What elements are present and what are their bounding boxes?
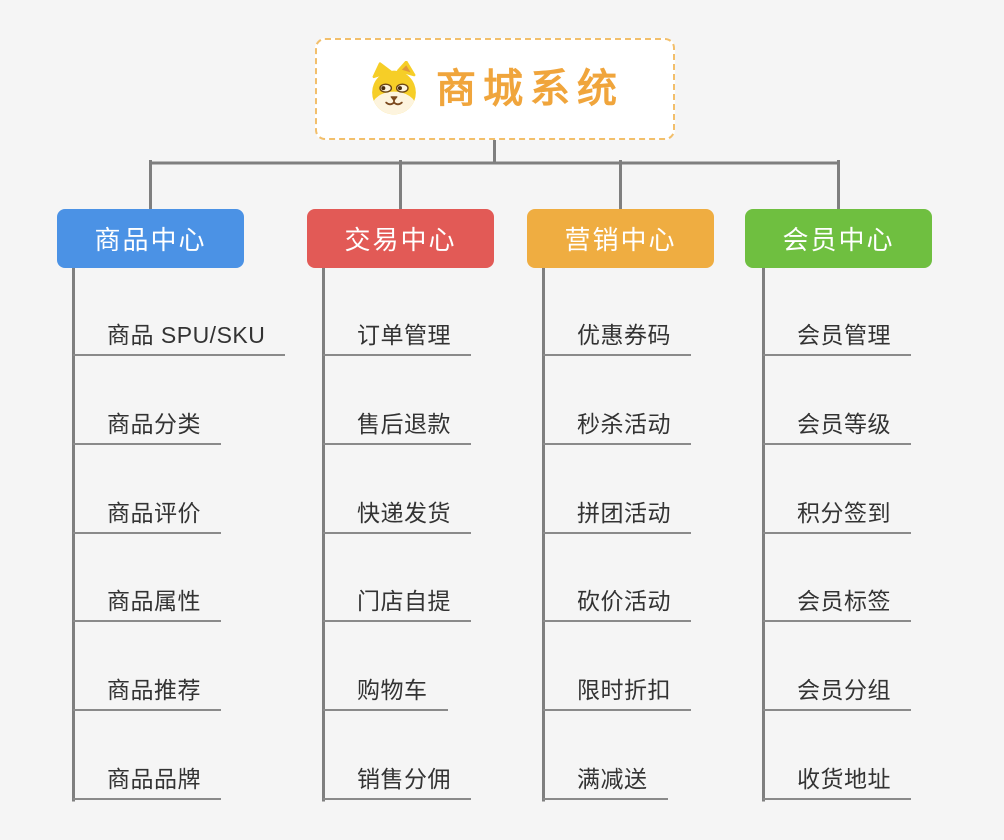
dog-nose-mouth — [385, 96, 403, 106]
leaf-node[interactable]: 销售分佣 — [323, 760, 471, 800]
leaf-node[interactable]: 限时折扣 — [543, 671, 691, 711]
root-title: 商城系统 — [436, 67, 624, 111]
leaf-node[interactable]: 会员管理 — [763, 316, 911, 356]
dog-right-inner-ear — [401, 65, 411, 73]
leaf-node[interactable]: 积分签到 — [763, 494, 911, 534]
leaf-node[interactable]: 订单管理 — [323, 316, 471, 356]
leaf-node[interactable]: 满减送 — [543, 760, 668, 800]
leaf-node[interactable]: 商品品牌 — [73, 760, 221, 800]
branch-node-trade-center[interactable]: 交易中心 — [307, 209, 494, 268]
leaf-node[interactable]: 快递发货 — [323, 494, 471, 534]
dog-face-icon — [372, 61, 416, 115]
leaf-node[interactable]: 商品 SPU/SKU — [73, 316, 286, 356]
leaf-node[interactable]: 收货地址 — [763, 760, 911, 800]
branch-node-product-center[interactable]: 商品中心 — [57, 209, 244, 268]
leaf-node[interactable]: 会员等级 — [763, 405, 911, 445]
leaf-node[interactable]: 会员标签 — [763, 582, 911, 622]
leaf-node[interactable]: 商品评价 — [73, 494, 221, 534]
leaf-node[interactable]: 商品分类 — [73, 405, 221, 445]
branch-node-marketing-center[interactable]: 营销中心 — [527, 209, 714, 268]
branch-node-member-center[interactable]: 会员中心 — [745, 209, 932, 268]
leaf-node[interactable]: 购物车 — [323, 671, 448, 711]
leaf-node[interactable]: 砍价活动 — [543, 582, 691, 622]
leaf-node[interactable]: 秒杀活动 — [543, 405, 691, 445]
branch-label: 交易中心 — [344, 225, 457, 255]
leaf-node[interactable]: 优惠券码 — [543, 316, 691, 356]
leaf-node[interactable]: 门店自提 — [323, 582, 471, 622]
leaf-node[interactable]: 商品推荐 — [73, 671, 221, 711]
root-node[interactable]: 商城系统 — [315, 38, 675, 140]
leaf-node[interactable]: 售后退款 — [323, 405, 471, 445]
leaf-node[interactable]: 商品属性 — [73, 582, 221, 622]
leaf-node[interactable]: 会员分组 — [763, 671, 911, 711]
branch-label: 会员中心 — [782, 225, 895, 255]
root-branch-connector — [149, 138, 840, 211]
dog-eyes — [379, 83, 409, 93]
leaf-node[interactable]: 拼团活动 — [543, 494, 691, 534]
branch-label: 商品中心 — [94, 225, 207, 255]
branch-label: 营销中心 — [564, 225, 677, 255]
